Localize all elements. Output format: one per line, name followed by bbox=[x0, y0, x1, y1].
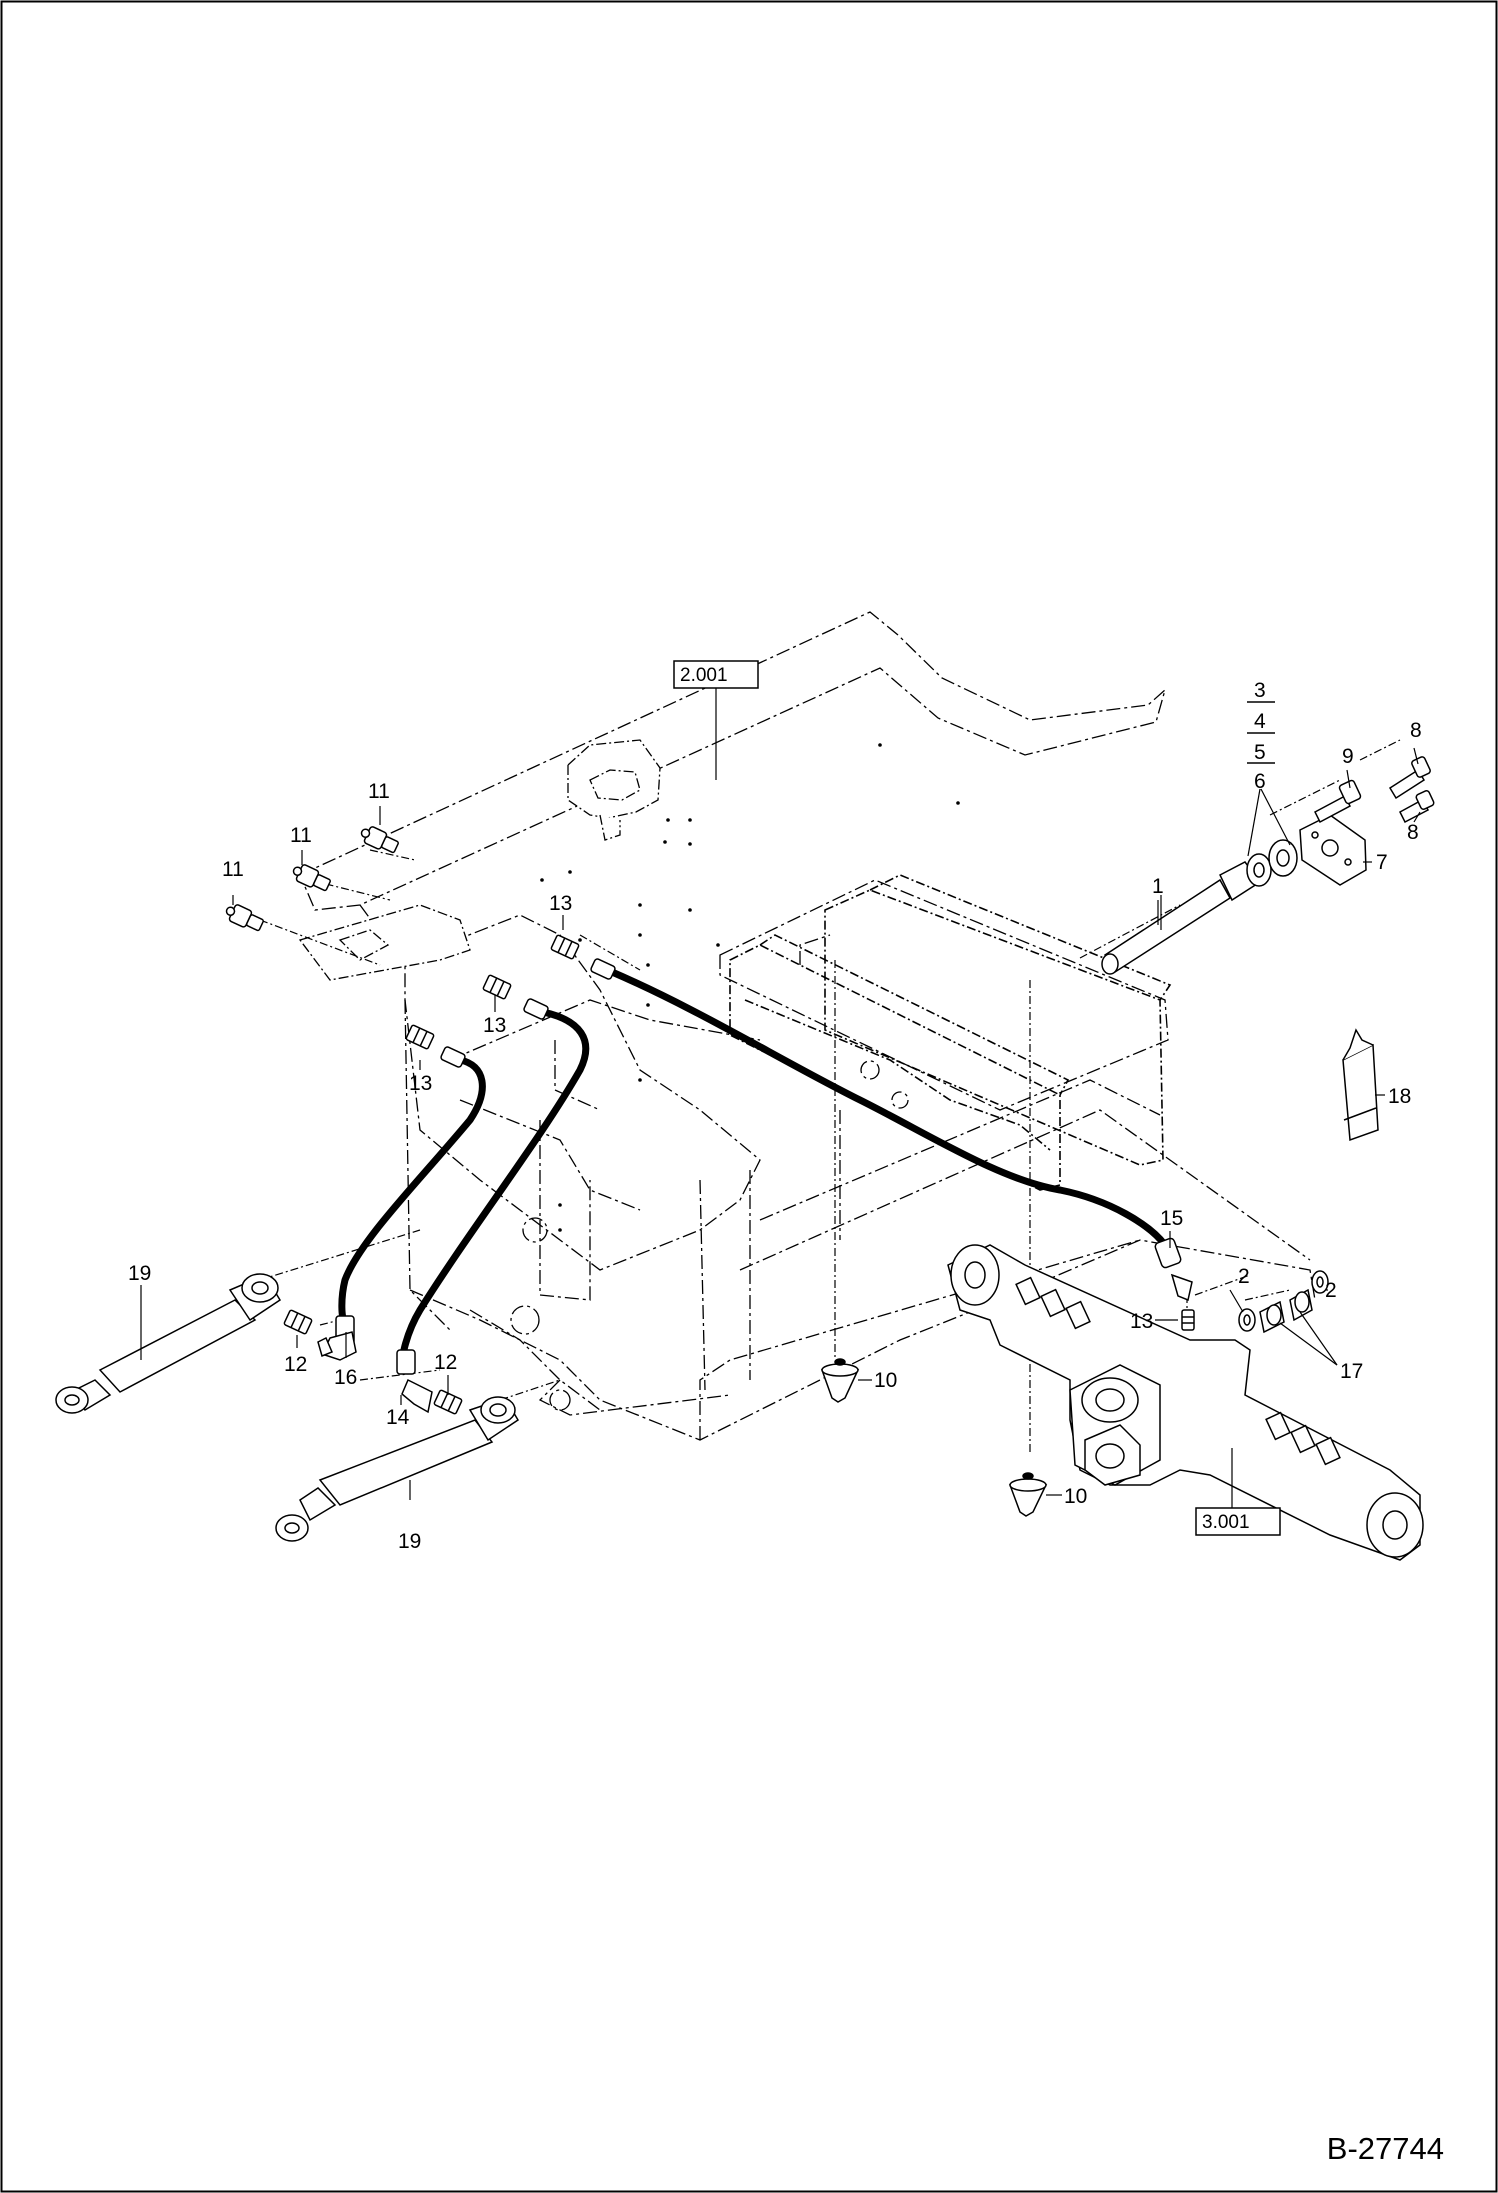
grease-nipples-11 bbox=[225, 826, 399, 932]
bushing-10-left bbox=[820, 1358, 860, 1403]
callout-16: 16 bbox=[334, 1366, 357, 1389]
callout-3: 3 bbox=[1254, 679, 1266, 702]
callout-11c: 11 bbox=[368, 780, 390, 803]
alignment-lines bbox=[259, 739, 1401, 1455]
callout-5: 5 bbox=[1254, 741, 1266, 764]
washers-2-bushings-17 bbox=[1238, 1270, 1329, 1334]
callout-2a: 2 bbox=[1238, 1265, 1250, 1288]
callout-18: 18 bbox=[1388, 1085, 1411, 1108]
ref-label-axle: 3.001 bbox=[1202, 1512, 1250, 1533]
callout-1: 1 bbox=[1152, 875, 1164, 898]
bushing-10-right bbox=[1008, 1472, 1048, 1517]
elbow-fittings bbox=[317, 1273, 1193, 1414]
part-callouts: 1 2 2 3 4 5 6 7 8 8 9 10 10 11 11 11 12 … bbox=[128, 679, 1422, 1553]
callout-4: 4 bbox=[1254, 710, 1266, 733]
hose-middle bbox=[399, 1008, 590, 1358]
callout-13b: 13 bbox=[483, 1014, 506, 1037]
callout-11a: 11 bbox=[222, 858, 244, 881]
adapters-12 bbox=[283, 1309, 463, 1415]
callout-10b: 10 bbox=[1064, 1485, 1087, 1508]
callout-19a: 19 bbox=[128, 1262, 151, 1285]
callout-2b: 2 bbox=[1325, 1279, 1337, 1302]
callout-8b: 8 bbox=[1407, 821, 1419, 844]
callout-14: 14 bbox=[386, 1406, 410, 1429]
washers-3-6 bbox=[1246, 839, 1298, 887]
stack-dividers bbox=[1247, 701, 1275, 764]
pin-1 bbox=[1101, 861, 1262, 975]
ref-label-frame: 2.001 bbox=[680, 665, 728, 686]
hose-left bbox=[338, 1056, 486, 1324]
callout-19b: 19 bbox=[398, 1530, 421, 1553]
callout-10a: 10 bbox=[874, 1369, 897, 1392]
callout-12b: 12 bbox=[434, 1351, 457, 1374]
adapters-13 bbox=[405, 934, 1195, 1331]
callout-8a: 8 bbox=[1410, 719, 1422, 742]
leader-lines bbox=[140, 688, 1421, 1508]
callout-17: 17 bbox=[1340, 1360, 1363, 1383]
bolts-8-9 bbox=[1314, 756, 1435, 824]
callout-11b: 11 bbox=[290, 824, 312, 847]
drawing-number: B-27744 bbox=[1326, 2131, 1444, 2166]
callout-13d: 13 bbox=[1130, 1310, 1153, 1333]
frame-hole-dots bbox=[540, 743, 960, 1232]
callout-6: 6 bbox=[1254, 770, 1266, 793]
frame-outline bbox=[299, 611, 1316, 1441]
callout-15: 15 bbox=[1160, 1207, 1183, 1230]
frame-rear-plate bbox=[729, 874, 1172, 1191]
callout-13c: 13 bbox=[409, 1072, 432, 1095]
hydraulic-hoses bbox=[338, 968, 1169, 1358]
callout-7: 7 bbox=[1376, 851, 1388, 874]
plate-7 bbox=[1299, 814, 1367, 886]
callout-12a: 12 bbox=[284, 1353, 307, 1376]
callout-13a: 13 bbox=[549, 892, 572, 915]
hose-long bbox=[608, 968, 1169, 1249]
reference-box-axle: 3.001 bbox=[1195, 1507, 1281, 1536]
cylinder-19-lower bbox=[275, 1396, 520, 1542]
frame-bracket-top bbox=[298, 739, 661, 981]
axle-assembly bbox=[947, 1244, 1424, 1561]
callout-9: 9 bbox=[1342, 745, 1354, 768]
reference-box-frame: 2.001 bbox=[673, 660, 759, 689]
sealant-tube-18 bbox=[1342, 1028, 1379, 1142]
cylinder-19-upper bbox=[55, 1273, 282, 1414]
